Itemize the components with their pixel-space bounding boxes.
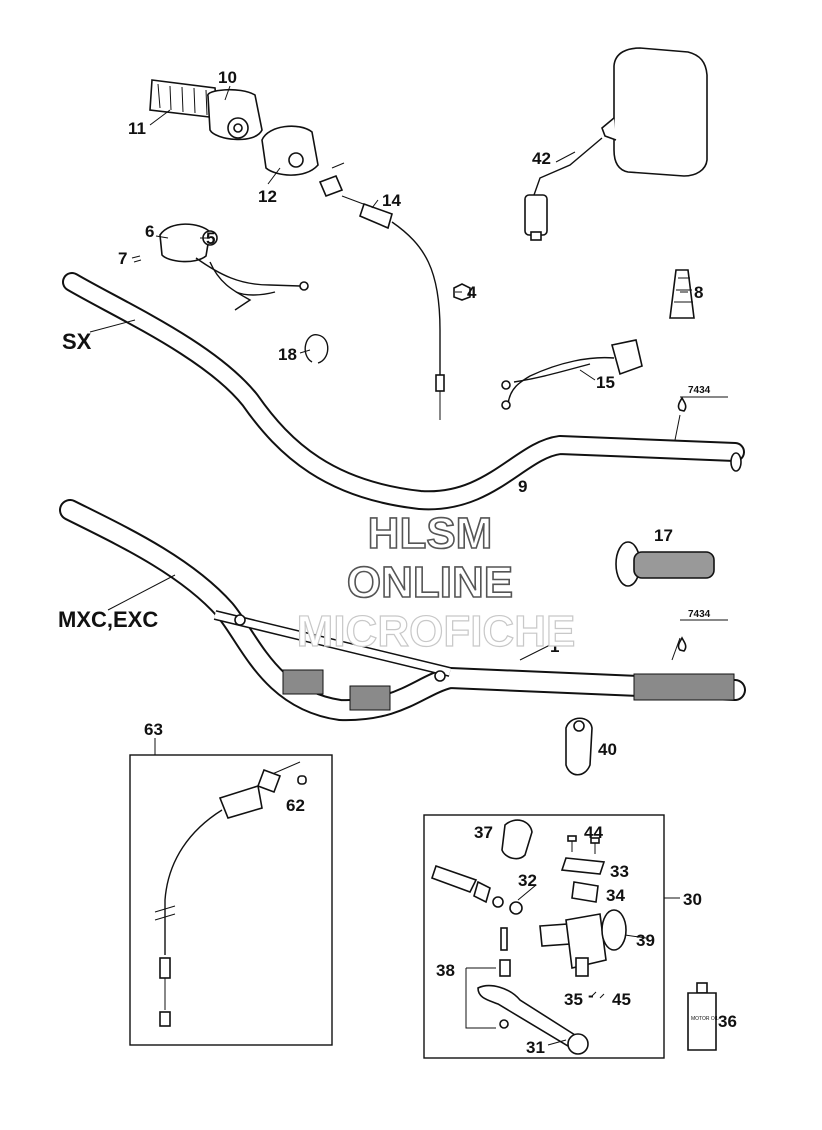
part-label-1: 1 [550, 637, 559, 656]
part-label-63: 63 [144, 720, 163, 739]
throttle-cable [318, 162, 445, 420]
part-label-31: 31 [526, 1038, 545, 1057]
throttle-grip-assembly [149, 79, 263, 141]
part-label-15: 15 [596, 373, 615, 392]
part-label-9: 9 [518, 477, 527, 496]
part-label-6: 6 [145, 222, 154, 241]
part-label-39: 39 [636, 931, 655, 950]
part-label-32: 32 [518, 871, 537, 890]
part-labels: 10 11 12 14 6 5 7 4 8 18 15 42 9 17 1 40… [118, 68, 737, 1057]
oil-bottle-label: MOTOR OIL [691, 1016, 719, 1022]
reference-marker-b: 7434 [677, 609, 728, 652]
reference-number: 7434 [688, 385, 711, 396]
part-label-34: 34 [606, 886, 625, 905]
clamp-part-40 [565, 717, 593, 776]
part-label-18: 18 [278, 345, 297, 364]
part-label-5: 5 [206, 229, 215, 248]
model-label-sx: SX [62, 329, 92, 354]
part-label-14: 14 [382, 191, 401, 210]
part-label-10: 10 [218, 68, 237, 87]
part-label-30: 30 [683, 890, 702, 909]
box-30 [423, 814, 680, 1059]
cable-tie [304, 334, 329, 364]
grease-tube [669, 269, 695, 319]
part-label-33: 33 [610, 862, 629, 881]
part-label-8: 8 [694, 283, 703, 302]
handlebar-mxc-exc [59, 499, 746, 722]
handlebar-sx [62, 272, 745, 511]
mirror [524, 47, 708, 241]
part-label-62: 62 [286, 796, 305, 815]
watermark: HLSM ONLINE MICROFICHE [296, 508, 576, 656]
handlebar-grip [615, 541, 715, 587]
range-dash: - [588, 986, 594, 1005]
part-label-40: 40 [598, 740, 617, 759]
kill-switch-assembly [131, 223, 309, 311]
watermark-line-2: ONLINE [347, 558, 513, 607]
part-label-44: 44 [584, 823, 603, 842]
part-label-17: 17 [654, 526, 673, 545]
part-label-42: 42 [532, 149, 551, 168]
throttle-cover [261, 125, 319, 176]
part-label-11: 11 [128, 119, 146, 138]
part-label-12: 12 [258, 187, 277, 206]
watermark-line-1: HLSM [368, 509, 493, 558]
reference-marker-a: 7434 [677, 385, 728, 412]
reference-number: 7434 [688, 609, 711, 620]
model-label-mxc-exc: MXC,EXC [58, 607, 158, 632]
oil-bottle: MOTOR OIL [687, 982, 719, 1051]
switch-part-15 [501, 339, 643, 410]
box-63 [129, 738, 333, 1046]
part-label-35: 35 [564, 990, 583, 1009]
part-label-7: 7 [118, 249, 127, 268]
part-label-45: 45 [612, 990, 631, 1009]
part-label-4: 4 [467, 283, 477, 302]
leader-lines [89, 85, 688, 1046]
part-label-36: 36 [718, 1012, 737, 1031]
part-label-38: 38 [436, 961, 455, 980]
watermark-line-3: MICROFICHE [297, 607, 576, 656]
part-label-37: 37 [474, 823, 493, 842]
